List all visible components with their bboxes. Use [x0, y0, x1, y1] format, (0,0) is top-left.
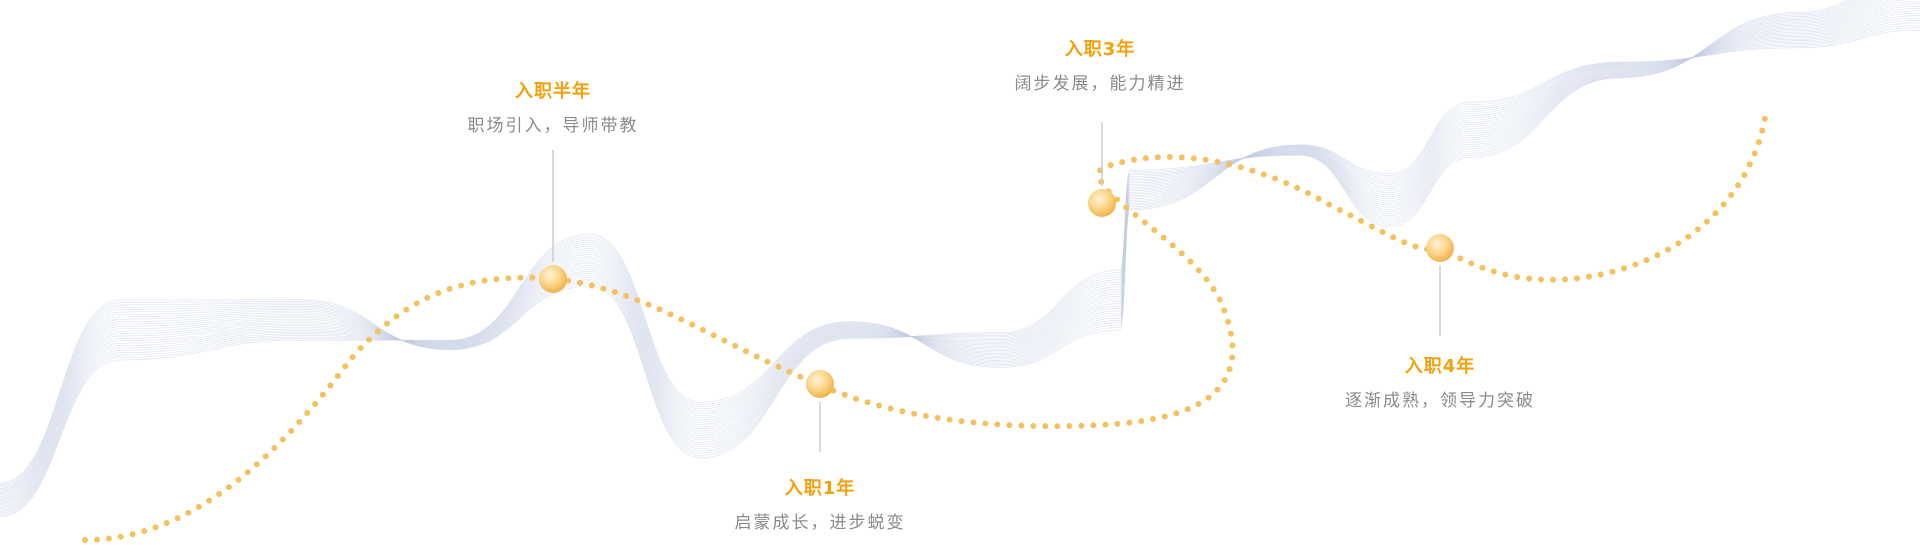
milestone-node	[1088, 189, 1116, 217]
wave-line	[0, 17, 1920, 511]
wave-line	[0, 10, 1920, 507]
wave-line	[0, 0, 1866, 492]
wave-line	[0, 24, 1920, 515]
wave-line	[0, 5, 1920, 504]
milestone-node	[1426, 234, 1454, 262]
wave-line	[0, 0, 1848, 484]
milestone-year-1: 入职1年 启蒙成长，进步蜕变	[735, 477, 906, 535]
milestone-title: 入职半年	[515, 81, 591, 102]
milestone-desc: 启蒙成长，进步蜕变	[734, 513, 906, 533]
milestone-title: 入职4年	[1404, 356, 1476, 377]
wave-line	[0, 12, 1920, 508]
milestone-title: 入职1年	[784, 478, 856, 499]
milestone-node	[806, 370, 834, 398]
wave-line	[0, 8, 1920, 506]
wave-line	[0, 0, 1905, 500]
wave-line	[0, 27, 1920, 516]
milestone-year-3: 入职3年 阔步发展，能力精进	[1015, 38, 1186, 96]
wave-line	[0, 3, 1920, 503]
wave-line	[0, 0, 1869, 493]
wave-line	[0, 0, 1873, 495]
wave-line	[0, 0, 1920, 502]
milestone-title: 入职3年	[1064, 39, 1136, 60]
wave-line	[0, 15, 1920, 510]
wave-line	[0, 0, 1878, 496]
wave-line	[0, 22, 1920, 514]
milestone-desc: 职场引入，导师带教	[467, 116, 639, 136]
milestone-desc: 逐渐成熟，领导力突破	[1345, 391, 1535, 411]
wave-line	[0, 0, 1862, 491]
milestone-node	[539, 265, 567, 293]
wave-line	[0, 0, 1851, 485]
wave-line	[0, 0, 1856, 488]
milestone-half-year: 入职半年 职场引入，导师带教	[468, 80, 639, 138]
milestone-year-4: 入职4年 逐渐成熟，领导力突破	[1345, 355, 1535, 413]
milestone-desc: 阔步发展，能力精进	[1014, 74, 1186, 94]
wave-line	[0, 0, 1884, 497]
wave-line	[0, 29, 1920, 518]
wave-line	[0, 0, 1853, 487]
decorative-wave-ribbon	[0, 0, 1920, 518]
wave-line	[0, 20, 1920, 512]
wave-line	[0, 0, 1891, 499]
wave-line	[0, 0, 1859, 489]
